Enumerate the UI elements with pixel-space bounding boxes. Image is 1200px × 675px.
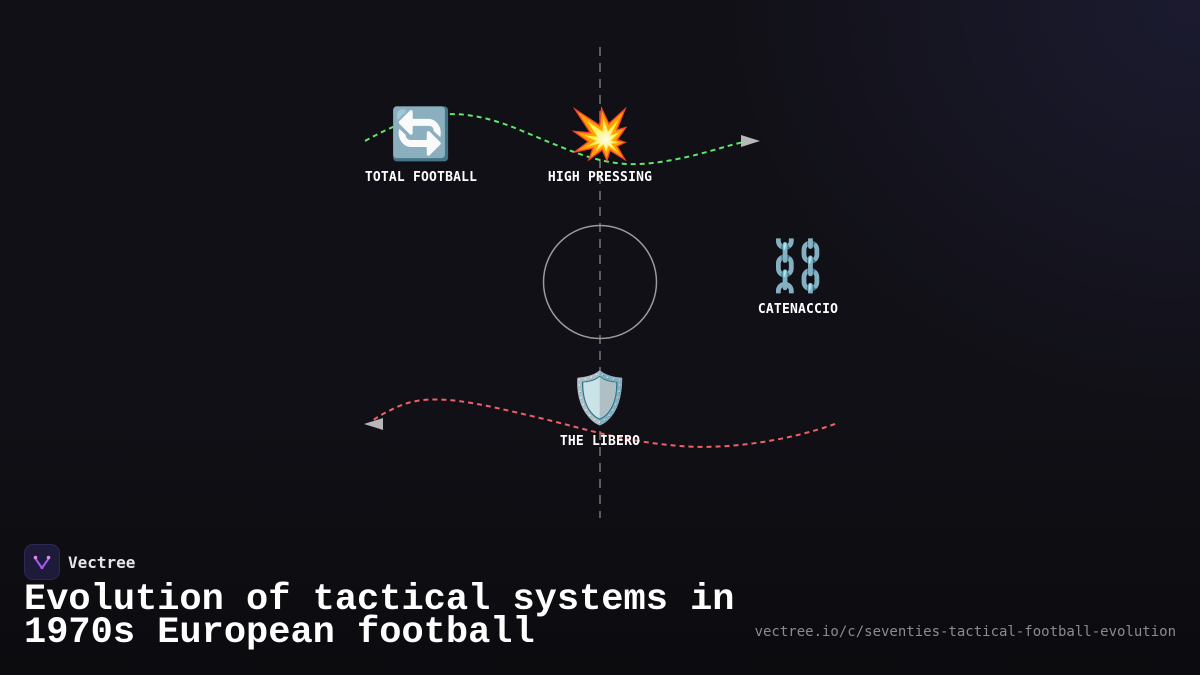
node-libero: 🛡️ THE LIBERO — [520, 368, 680, 449]
vectree-logo-icon — [24, 544, 60, 580]
bottom-flow-arrow — [369, 398, 836, 448]
node-total-football: 🔄 TOTAL FOOTBALL — [341, 104, 501, 185]
brand[interactable]: Vectree — [24, 544, 135, 580]
node-label: THE LIBERO — [559, 434, 641, 449]
node-label: HIGH PRESSING — [547, 170, 653, 185]
source-url-link[interactable]: vectree.io/c/seventies-tactical-football… — [754, 624, 1176, 640]
page-title: Evolution of tactical systems in 1970s E… — [24, 579, 735, 654]
top-flow-arrow — [364, 113, 749, 166]
node-label: CATENACCIO — [757, 302, 839, 317]
node-label: TOTAL FOOTBALL — [364, 170, 478, 185]
counterclockwise-arrows-icon: 🔄 — [389, 105, 453, 163]
collision-icon: 💥 — [568, 105, 632, 163]
chains-icon: ⛓️ — [766, 237, 830, 295]
shield-icon: 🛡️ — [568, 369, 632, 427]
node-high-pressing: 💥 HIGH PRESSING — [520, 104, 680, 185]
brand-name: Vectree — [68, 552, 136, 572]
bottom-flow-arrowhead — [364, 418, 383, 430]
node-catenaccio: ⛓️ CATENACCIO — [718, 236, 878, 317]
vectree-logo-mark — [33, 555, 51, 570]
top-flow-arrowhead — [741, 135, 760, 147]
center-circle — [542, 224, 658, 340]
